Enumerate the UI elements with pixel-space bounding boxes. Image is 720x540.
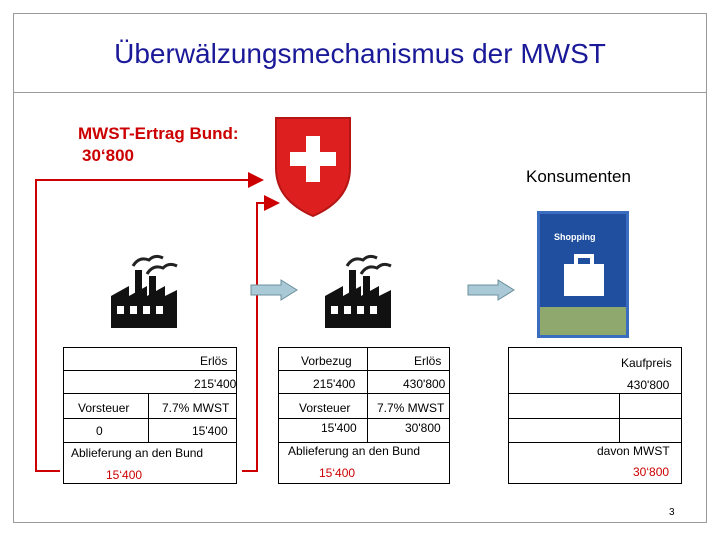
mwst-ertrag: MWST-Ertrag Bund: 30‘800 [78, 123, 239, 167]
t1-vorsteuer-label: Vorsteuer [78, 401, 130, 415]
mwst-ertrag-label: MWST-Ertrag Bund: [78, 124, 239, 143]
page-number: 3 [669, 507, 675, 518]
t1-ablieferung-value: 15‘400 [106, 468, 143, 482]
t3-kaufpreis-header: Kaufpreis [621, 356, 672, 370]
konsumenten-label: Konsumenten [526, 167, 631, 186]
t1-vorsteuer-value: 0 [96, 424, 103, 438]
t2-rate-label: 7.7% MWST [377, 401, 445, 415]
t2-vorsteuer-label: Vorsteuer [299, 401, 351, 415]
t3-davon-label: davon MWST [597, 444, 670, 458]
t2-vorbezug-header: Vorbezug [301, 354, 352, 368]
factory-icon [111, 254, 178, 328]
page-title: Überwälzungsmechanismus der MWST [114, 38, 606, 69]
t1-mwst-value: 15'400 [192, 424, 228, 438]
factory-icon [325, 254, 392, 328]
t1-erloes-value: 215'400 [194, 377, 237, 391]
t3-kaufpreis-value: 430'800 [627, 378, 670, 392]
t1-rate-label: 7.7% MWST [162, 401, 230, 415]
t2-vorbezug-value: 215'400 [313, 377, 356, 391]
t2-mwst-value: 30'800 [405, 421, 441, 435]
flow-line-left [35, 172, 264, 472]
table-producer-1: Erlös 215'400 Vorsteuer 7.7% MWST 0 15'4… [63, 347, 237, 484]
flow-line-middle [242, 195, 280, 472]
t2-ablieferung-label: Ablieferung an den Bund [288, 444, 421, 458]
right-arrow-icon [467, 279, 515, 301]
t2-erloes-value: 430'800 [403, 377, 446, 391]
table-konsumenten: Kaufpreis 430'800 davon MWST 30‘800 [508, 347, 682, 484]
slide-frame [13, 13, 707, 523]
t2-ablieferung-value: 15‘400 [319, 466, 356, 480]
t3-davon-value: 30‘800 [633, 465, 670, 479]
factory-image-2 [317, 244, 399, 342]
table-producer-2: Vorbezug Erlös 215'400 430'800 Vorsteuer… [278, 347, 450, 484]
mwst-ertrag-value: 30‘800 [82, 146, 134, 165]
swiss-coat-of-arms-icon [275, 117, 351, 218]
t2-erloes-header: Erlös [414, 354, 442, 368]
shopping-sign-text: Shopping [554, 232, 596, 242]
title-band [13, 13, 707, 93]
t1-erloes-header: Erlös [200, 354, 228, 368]
t1-ablieferung-label: Ablieferung an den Bund [71, 446, 204, 460]
right-arrow-icon [250, 279, 298, 301]
factory-image-1 [103, 244, 185, 342]
shopping-bag-sign-icon [564, 254, 604, 296]
shopping-sign-image: Shopping [537, 211, 629, 338]
t2-vorsteuer-value: 15'400 [321, 421, 357, 435]
